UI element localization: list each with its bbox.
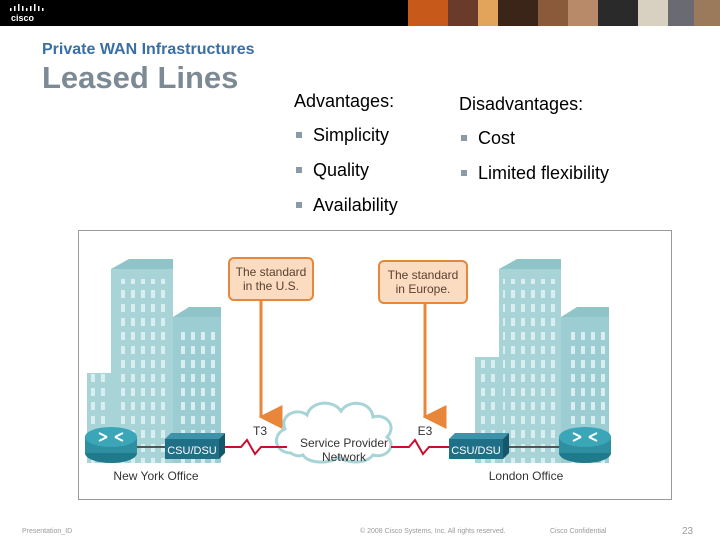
footer-copyright: © 2008 Cisco Systems, Inc. All rights re…: [360, 528, 506, 535]
page-number: 23: [682, 526, 694, 537]
callout-us-line2: in the U.S.: [243, 279, 299, 293]
link-e3-label: E3: [418, 424, 433, 438]
router-left-icon: [85, 427, 137, 463]
bullet-icon: [296, 167, 302, 173]
cloud-label-line2: Network: [322, 450, 367, 464]
advantage-item: Availability: [296, 195, 398, 216]
cisco-logo-text: cisco: [11, 13, 35, 23]
callout-us-line1: The standard: [236, 265, 307, 279]
service-provider-cloud-icon: [275, 401, 393, 464]
advantage-item: Simplicity: [296, 125, 389, 146]
top-banner: cisco: [0, 0, 720, 26]
office-london-label: London Office: [489, 469, 564, 483]
callout-europe-line2: in Europe.: [396, 282, 451, 296]
disadvantages-heading: Disadvantages:: [459, 94, 584, 114]
office-new-york-label: New York Office: [113, 469, 198, 483]
csu-dsu-left: CSU/DSU: [165, 433, 225, 459]
disadvantage-item: Limited flexibility: [461, 163, 609, 184]
callout-us-standard: The standard in the U.S.: [228, 257, 314, 429]
csu-dsu-right: CSU/DSU: [449, 433, 509, 459]
link-t3-label: T3: [253, 424, 267, 438]
bullet-icon: [296, 132, 302, 138]
advantage-item-label: Quality: [313, 160, 370, 180]
callout-europe-line1: The standard: [388, 268, 459, 282]
header-photo-strip: [408, 0, 720, 26]
advantage-item-label: Simplicity: [313, 125, 390, 145]
cloud-label-line1: Service Provider: [300, 436, 388, 450]
disadvantage-item-label: Limited flexibility: [478, 163, 610, 183]
bullet-icon: [296, 202, 302, 208]
callout-europe-standard: The standard in Europe.: [378, 260, 468, 429]
router-right-icon: [559, 427, 611, 463]
slide-subtitle: Private WAN Infrastructures: [42, 41, 255, 58]
footer-confidential: Cisco Confidential: [550, 528, 607, 535]
advantage-item-label: Availability: [313, 195, 398, 215]
advantages-heading: Advantages:: [294, 91, 395, 111]
bullet-icon: [461, 170, 467, 176]
csu-dsu-right-label: CSU/DSU: [451, 445, 501, 457]
advantage-item: Quality: [296, 160, 369, 181]
slide-title: Leased Lines: [42, 60, 239, 95]
diagram-svg: CSU/DSU CSU/DSU The standard in the U.S.…: [85, 257, 611, 483]
bullet-icon: [461, 135, 467, 141]
disadvantage-item: Cost: [461, 128, 515, 149]
cisco-logo: cisco: [10, 4, 44, 23]
csu-dsu-left-label: CSU/DSU: [167, 445, 217, 457]
footer-presentation-id: Presentation_ID: [22, 528, 73, 535]
leased-line-diagram: CSU/DSU CSU/DSU The standard in the U.S.…: [78, 230, 672, 500]
disadvantage-item-label: Cost: [478, 128, 516, 148]
